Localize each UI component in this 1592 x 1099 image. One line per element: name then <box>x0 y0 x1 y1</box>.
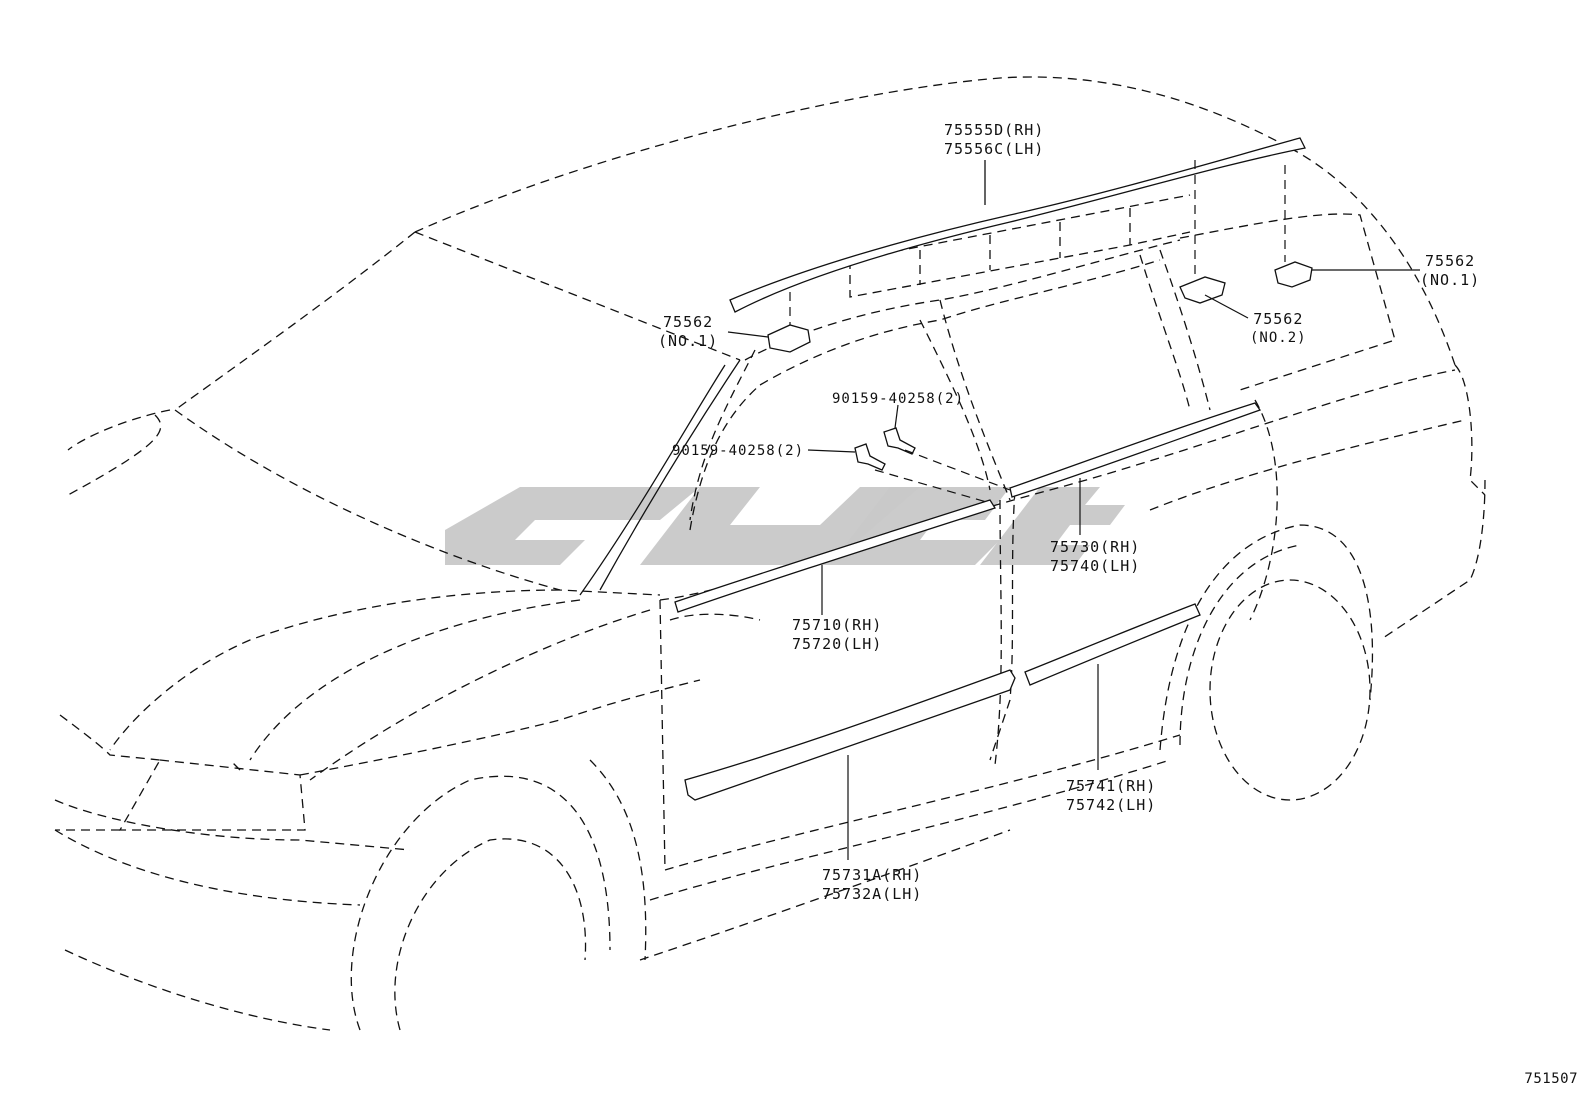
label-clip-front-variant: (NO.1) <box>658 332 719 350</box>
label-rear-belt: 75730(RH) 75740(LH) <box>1050 538 1140 576</box>
screw-lower-shape <box>854 443 886 471</box>
front-side-molding <box>684 669 1016 801</box>
label-clip-mid-number: 75562 <box>1253 310 1304 328</box>
label-clip-mid: 75562 (NO.2) <box>1250 310 1307 348</box>
clip-rear-shape <box>1274 261 1313 288</box>
front-belt-molding <box>674 499 996 613</box>
label-front-side-molding: 75731A(RH) 75732A(LH) <box>822 866 922 904</box>
label-front-side-rh: 75731A(RH) <box>822 866 923 884</box>
label-roof-rail-lh: 75556C(LH) <box>944 140 1045 158</box>
rear-belt-molding <box>1009 402 1262 498</box>
label-clip-rear-variant: (NO.1) <box>1420 271 1481 289</box>
label-clip-rear: 75562 (NO.1) <box>1420 252 1480 290</box>
car-body-lines <box>54 76 1486 1031</box>
clip-mid-shape <box>1179 276 1226 304</box>
label-front-belt: 75710(RH) 75720(LH) <box>792 616 882 654</box>
label-roof-rail: 75555D(RH) 75556C(LH) <box>944 121 1044 159</box>
diagram-code: 751507 <box>1524 1071 1578 1087</box>
label-rear-side-rh: 75741(RH) <box>1066 777 1157 795</box>
leader-lines <box>727 160 1420 860</box>
label-clip-front-number: 75562 <box>663 313 714 331</box>
label-front-side-lh: 75732A(LH) <box>822 885 923 903</box>
clip-front-shape <box>767 324 811 353</box>
screw-upper-shape <box>883 427 916 455</box>
label-screw-lower: 90159-40258(2) <box>672 443 805 459</box>
label-clip-front: 75562 (NO.1) <box>658 313 718 351</box>
label-front-belt-lh: 75720(LH) <box>792 635 883 653</box>
rear-side-molding <box>1024 603 1201 686</box>
watermark-logo <box>445 487 1125 565</box>
label-roof-rail-rh: 75555D(RH) <box>944 121 1045 139</box>
roof-rail-molding <box>729 137 1306 313</box>
label-rear-side-molding: 75741(RH) 75742(LH) <box>1066 777 1156 815</box>
label-rear-side-lh: 75742(LH) <box>1066 796 1157 814</box>
label-clip-rear-number: 75562 <box>1425 252 1476 270</box>
label-front-belt-rh: 75710(RH) <box>792 616 883 634</box>
label-rear-belt-rh: 75730(RH) <box>1050 538 1141 556</box>
parts-shapes <box>674 137 1313 801</box>
label-rear-belt-lh: 75740(LH) <box>1050 557 1141 575</box>
label-screw-upper: 90159-40258(2) <box>832 391 965 407</box>
label-clip-mid-variant: (NO.2) <box>1250 330 1307 346</box>
